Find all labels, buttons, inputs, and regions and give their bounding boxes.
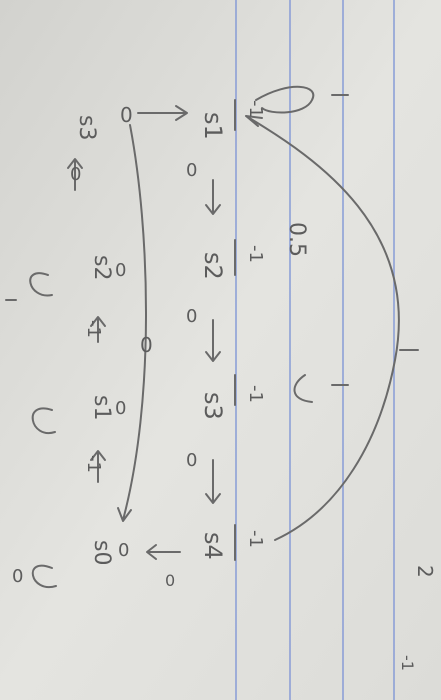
down-arrow	[205, 319, 221, 362]
reward-label: -1	[83, 320, 104, 338]
action-label: 0	[186, 306, 197, 327]
self-loop	[255, 85, 315, 114]
value-label: 0	[140, 333, 153, 357]
self-loop	[31, 407, 56, 435]
margin-marks: 2 -1	[398, 565, 437, 671]
right-states: s1 s2 s3 s4	[199, 112, 227, 560]
reward-label: -1	[245, 245, 266, 263]
self-loop	[31, 564, 57, 589]
left-states: s3 s2 s1 s0	[74, 115, 114, 565]
down-arrow	[205, 459, 221, 504]
value-label: 0	[12, 566, 23, 587]
state-label: s3	[74, 115, 99, 140]
margin-number: 2	[413, 565, 437, 578]
up-arrow	[67, 158, 83, 191]
margin-number: -1	[398, 655, 417, 671]
state-values: 0 0 0 0 0 0	[12, 103, 153, 587]
state-label: s1	[89, 395, 114, 420]
reward-label: -1	[245, 100, 266, 118]
transition-labels: -1 -1 -1 -1 0.5 -1 -1 0 0 0 0 0	[70, 100, 309, 590]
state-label: s2	[89, 255, 114, 280]
state-label: s0	[89, 540, 114, 565]
self-loop	[29, 272, 53, 297]
reward-label: -1	[245, 530, 266, 548]
state-label: s3	[199, 392, 227, 420]
self-loop	[293, 374, 313, 403]
state-label: s1	[199, 112, 227, 140]
action-label: 0	[186, 450, 197, 471]
value-label: 0	[115, 398, 126, 419]
transition-curve	[117, 124, 147, 522]
up-arrow	[90, 450, 106, 483]
down-arrow	[205, 179, 221, 215]
transition-curve	[245, 115, 400, 541]
value-label: 0	[115, 260, 126, 281]
state-label: s4	[199, 532, 227, 560]
right-arrow	[137, 105, 188, 121]
pencil-drawing	[5, 85, 419, 589]
left-arrow	[146, 544, 181, 560]
up-arrow	[90, 316, 106, 343]
value-label: 0	[118, 540, 129, 561]
action-label: 0	[70, 164, 81, 185]
state-label: s2	[199, 252, 227, 280]
reward-label: -1	[83, 455, 104, 473]
prob-label: 0.5	[284, 222, 309, 257]
value-label: 0	[120, 103, 133, 127]
ruled-lines	[235, 0, 395, 700]
action-label: 0	[165, 571, 175, 590]
reward-label: -1	[245, 385, 266, 403]
action-label: 0	[186, 160, 197, 181]
